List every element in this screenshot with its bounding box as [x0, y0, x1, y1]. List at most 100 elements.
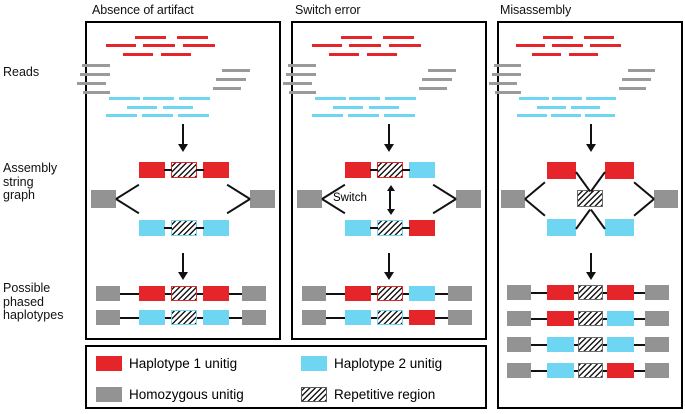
haplotypes-switch-error: [291, 286, 487, 336]
read-cyan: [585, 114, 615, 117]
unitig-homozygous: [96, 310, 120, 325]
unitig-haplotype1: [547, 311, 574, 326]
graph-edge: [402, 227, 410, 229]
read-cyan: [109, 97, 140, 100]
legend: Haplotype 1 unitig Haplotype 2 unitig Ho…: [85, 345, 487, 409]
read-grey: [622, 78, 651, 81]
read-cyan: [106, 114, 137, 117]
graph-edge: [164, 169, 172, 171]
read-grey: [419, 87, 447, 90]
read-grey: [422, 78, 452, 81]
reads-group-switch-error: [283, 21, 487, 121]
read-cyan: [348, 114, 379, 117]
legend-item-homozygous-unitig: Homozygous unitig: [96, 387, 301, 402]
graph-edge: [115, 198, 140, 215]
read-grey: [619, 87, 646, 90]
read-red: [532, 53, 561, 56]
read-cyan: [315, 97, 346, 100]
switch-annotation-label: Switch: [333, 192, 367, 204]
graph-misassembly: [497, 152, 683, 247]
unitig-repetitive-region: [171, 286, 197, 301]
unitig-repetitive-region: [578, 285, 603, 300]
read-grey: [495, 91, 521, 94]
unitig-repetitive-region: [377, 220, 403, 236]
read-grey: [492, 73, 521, 76]
read-cyan: [517, 114, 547, 117]
unitig-repetitive-region: [577, 190, 603, 207]
unitig-repetitive-region: [578, 363, 603, 378]
unitig-repetitive-region: [171, 310, 197, 325]
read-cyan: [537, 106, 566, 109]
unitig-homozygous: [507, 363, 531, 378]
read-cyan: [178, 114, 209, 117]
legend-swatch-repetitive-region: [301, 387, 327, 402]
unitig-homozygous: [448, 286, 472, 301]
read-cyan: [179, 97, 210, 100]
graph-edge: [164, 227, 172, 229]
unitig-homozygous-right: [654, 190, 678, 208]
legend-label: Haplotype 2 unitig: [334, 356, 443, 371]
read-cyan: [519, 97, 549, 100]
legend-label: Homozygous unitig: [129, 387, 244, 402]
read-grey: [283, 82, 312, 85]
unitig-haplotype2: [409, 162, 435, 178]
read-red: [183, 44, 215, 47]
unitig-homozygous: [645, 311, 669, 326]
read-grey: [428, 69, 456, 72]
read-cyan: [551, 114, 581, 117]
graph-absence-of-artifact: [85, 152, 281, 247]
unitig-haplotype2: [203, 310, 229, 325]
unitig-haplotype1: [203, 286, 229, 301]
read-cyan: [385, 97, 416, 100]
unitig-homozygous: [507, 337, 531, 352]
unitig-haplotype2: [547, 219, 576, 236]
reads-group-absence: [77, 21, 281, 121]
unitig-haplotype1: [409, 220, 435, 236]
unitig-haplotype1: [409, 310, 435, 325]
read-red: [329, 53, 359, 56]
unitig-repetitive-region: [578, 311, 603, 326]
read-cyan: [142, 114, 173, 117]
graph-edge: [524, 198, 546, 217]
graph-edge: [590, 208, 606, 230]
read-red: [383, 36, 414, 39]
unitig-homozygous: [242, 310, 266, 325]
read-grey: [494, 64, 521, 67]
read-red: [584, 36, 614, 39]
read-cyan: [143, 97, 174, 100]
row-label-possible-phased-haplotypes: Possible phased haplotypes: [3, 281, 64, 322]
legend-row: Homozygous unitig Repetitive region: [96, 383, 485, 406]
read-grey: [289, 91, 316, 94]
unitig-haplotype2: [605, 219, 634, 236]
read-cyan: [552, 97, 582, 100]
unitig-repetitive-region: [377, 310, 403, 325]
graph-edge: [575, 171, 591, 193]
graph-edge: [432, 183, 457, 200]
read-grey: [222, 69, 250, 72]
unitig-homozygous: [645, 337, 669, 352]
legend-row: Haplotype 1 unitig Haplotype 2 unitig: [96, 352, 485, 375]
read-cyan: [312, 114, 343, 117]
unitig-homozygous-right: [250, 190, 275, 208]
read-grey: [82, 64, 110, 67]
unitig-haplotype1: [345, 162, 371, 178]
unitig-haplotype1: [139, 162, 165, 178]
unitig-haplotype1: [605, 162, 634, 179]
unitig-haplotype2: [409, 286, 435, 301]
panel-title-absence-of-artifact: Absence of artifact: [92, 3, 194, 17]
read-cyan: [384, 114, 415, 117]
read-red: [161, 53, 191, 56]
read-red: [389, 44, 421, 47]
read-red: [177, 36, 208, 39]
read-grey: [628, 69, 655, 72]
unitig-homozygous: [507, 311, 531, 326]
read-cyan: [571, 106, 600, 109]
unitig-homozygous-right: [456, 190, 481, 208]
unitig-haplotype2: [607, 337, 634, 352]
unitig-haplotype1: [139, 286, 165, 301]
read-red: [312, 44, 342, 47]
read-grey: [216, 78, 246, 81]
unitig-repetitive-region: [377, 286, 403, 301]
unitig-haplotype1: [203, 162, 229, 178]
unitig-homozygous: [448, 310, 472, 325]
